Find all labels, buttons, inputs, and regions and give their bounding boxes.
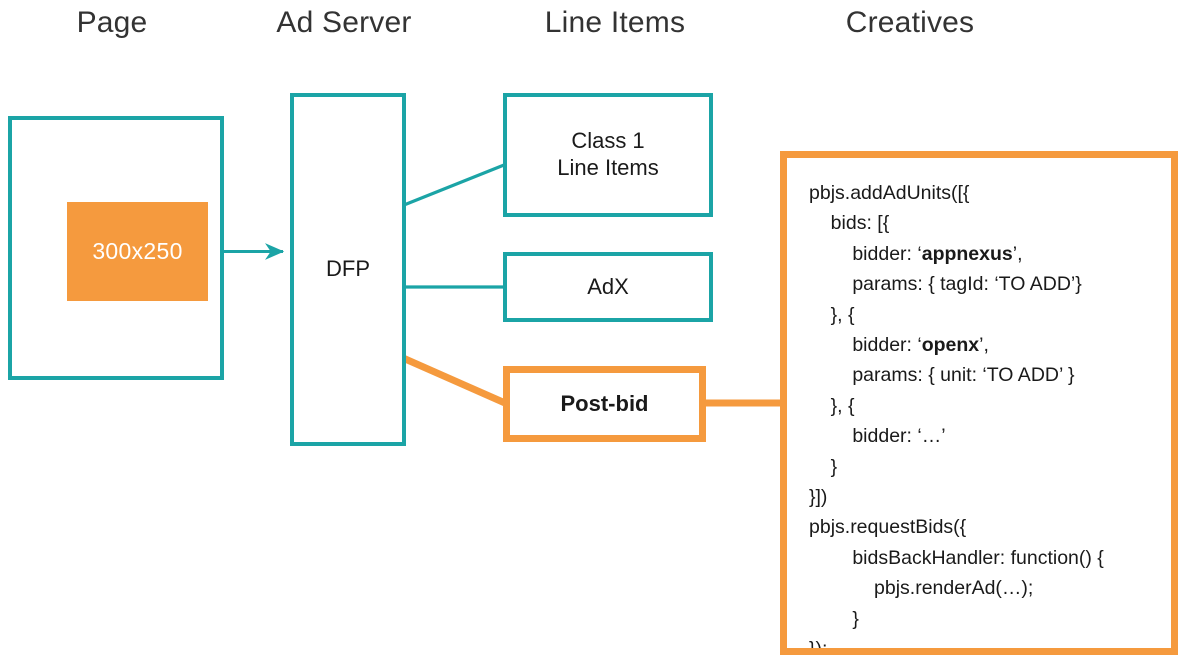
node-class1-label-line1: Class 1 xyxy=(571,128,645,154)
node-adx[interactable]: AdX xyxy=(503,252,713,322)
node-class1-label: Class 1 Line Items xyxy=(557,128,659,182)
node-dfp[interactable]: DFP xyxy=(290,93,406,446)
node-post-bid-label: Post-bid xyxy=(560,390,649,416)
ad-slot-label: 300x250 xyxy=(92,238,183,264)
node-post-bid[interactable]: Post-bid xyxy=(503,366,706,442)
code-line: pbjs.requestBids({ xyxy=(809,516,967,539)
column-header-ad-server: Ad Server xyxy=(276,6,412,39)
code-line: params: { tagId: ‘TO ADD’} xyxy=(809,273,1082,296)
column-header-page: Page xyxy=(76,6,148,39)
code-bidder-name: openx xyxy=(921,334,980,357)
code-line: bids: [{ xyxy=(809,212,890,235)
creatives-code-panel: pbjs.addAdUnits([{ bids: [{ bidder: ‘app… xyxy=(780,151,1178,655)
code-line: bidder: ‘openx’, xyxy=(809,334,989,357)
code-line: pbjs.renderAd(…); xyxy=(809,577,1034,600)
node-dfp-label: DFP xyxy=(326,256,370,282)
connector-dfp-to-class1 xyxy=(403,163,505,207)
column-header-creatives: Creatives xyxy=(845,6,975,39)
code-line: params: { unit: ‘TO ADD’ } xyxy=(809,364,1075,387)
code-line: }, { xyxy=(809,394,855,417)
node-class1-line-items[interactable]: Class 1 Line Items xyxy=(503,93,713,217)
code-line: } xyxy=(809,607,859,630)
code-line: }]) xyxy=(809,486,828,509)
column-header-line-items: Line Items xyxy=(544,6,686,39)
code-line: bidsBackHandler: function() { xyxy=(809,546,1104,569)
ad-slot-300x250[interactable]: 300x250 xyxy=(67,202,208,301)
code-line: bidder: ‘appnexus’, xyxy=(809,242,1023,265)
code-line: bidder: ‘…’ xyxy=(809,425,946,448)
code-line: pbjs.addAdUnits([{ xyxy=(809,182,970,204)
node-adx-label: AdX xyxy=(587,273,629,299)
code-line: }); xyxy=(809,638,828,655)
code-line: } xyxy=(809,455,838,478)
node-class1-label-line2: Line Items xyxy=(557,155,659,180)
creatives-code-block: pbjs.addAdUnits([{ bids: [{ bidder: ‘app… xyxy=(809,178,1165,655)
code-line: }, { xyxy=(809,303,855,326)
code-bidder-name: appnexus xyxy=(921,242,1013,265)
connector-dfp-to-postbid xyxy=(401,354,507,407)
